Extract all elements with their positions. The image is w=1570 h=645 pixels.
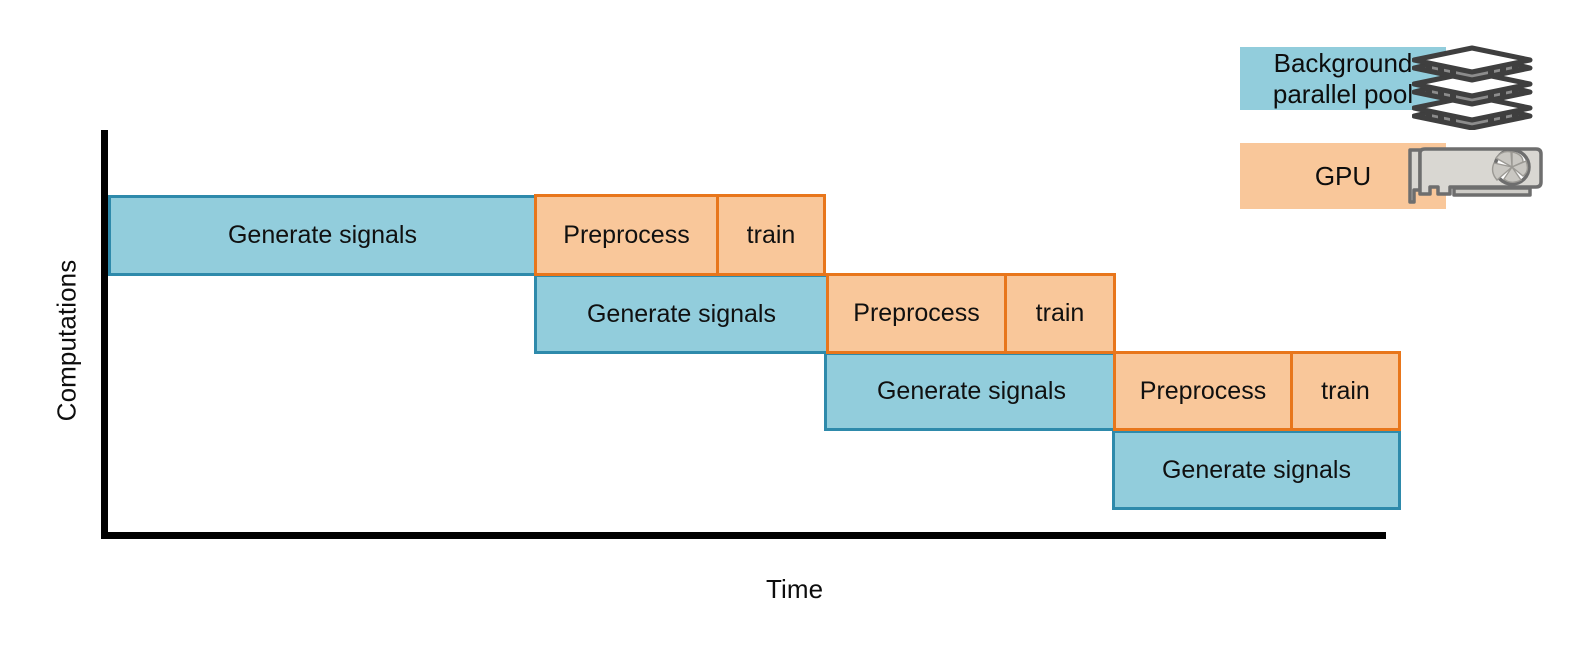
task-bar-generate-signals: Generate signals <box>824 352 1119 431</box>
task-bar-generate-signals: Generate signals <box>534 274 829 354</box>
task-bar-preprocess: Preprocess <box>534 194 719 276</box>
task-bar-train: train <box>716 194 826 276</box>
task-bar-preprocess: Preprocess <box>1113 351 1293 431</box>
x-axis-label: Time <box>766 574 824 604</box>
task-bar-preprocess: Preprocess <box>826 273 1007 354</box>
legend-label-background-parallel-pool: Background parallel pool <box>1272 47 1414 109</box>
legend-label-gpu: GPU <box>1314 160 1372 191</box>
task-bar-generate-signals: Generate signals <box>1112 430 1401 510</box>
task-bar-train: train <box>1004 273 1116 354</box>
y-axis-label: Computations <box>51 259 82 422</box>
x-axis-line <box>101 532 1386 539</box>
gpu-card-icon <box>1408 147 1543 204</box>
legend-item-background-parallel-pool: Background parallel pool <box>1240 47 1446 110</box>
y-axis-line <box>101 130 108 539</box>
task-bar-generate-signals: Generate signals <box>108 195 537 276</box>
server-stack-icon <box>1412 45 1533 130</box>
task-bar-train: train <box>1290 351 1401 431</box>
